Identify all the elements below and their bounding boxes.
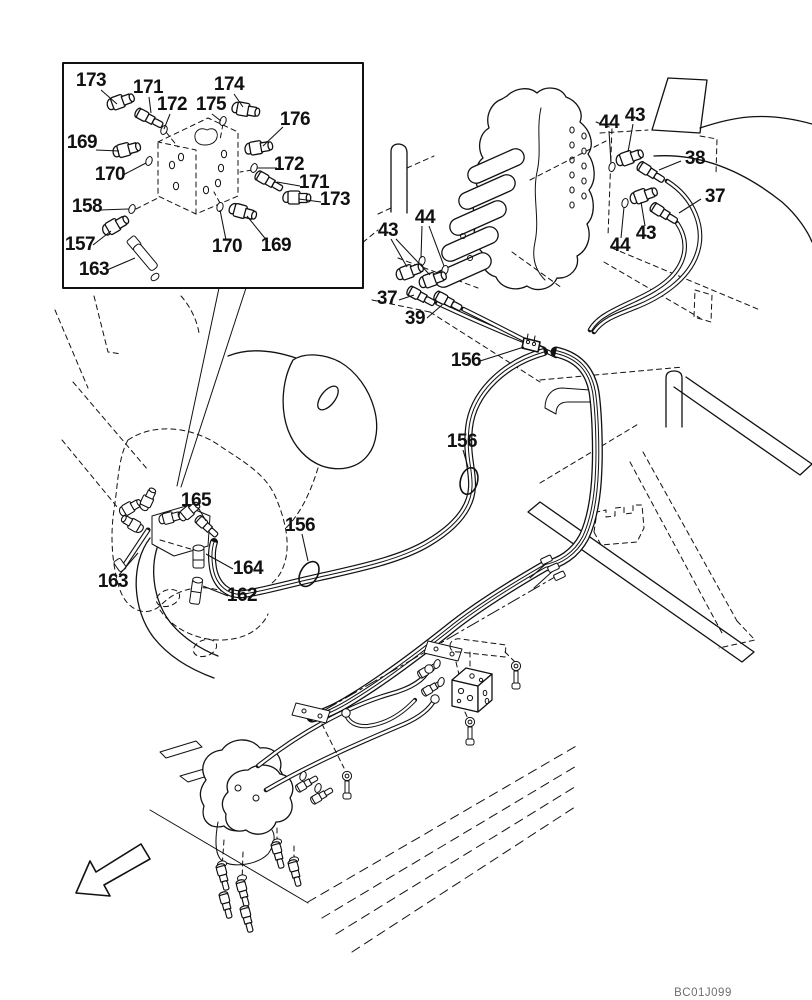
- valve-spool-stack: [434, 148, 525, 288]
- callout-37L: 37: [377, 288, 397, 309]
- callout-156b: 156: [447, 431, 477, 452]
- callout-43: 43: [625, 105, 645, 126]
- o-ring-44: [620, 197, 630, 209]
- boom-foot-plate: [282, 354, 378, 470]
- callout-44L: 44: [415, 207, 436, 228]
- deck-plate: [651, 77, 708, 134]
- frame-tab-left: [390, 143, 408, 214]
- clamp-156-top: [521, 337, 541, 353]
- hose-clamps: [291, 333, 645, 769]
- fitting-163-inset: [126, 235, 160, 282]
- callout-169: 169: [67, 132, 97, 153]
- callout-44: 44: [599, 112, 620, 133]
- plate-hole: [317, 385, 339, 411]
- pilot-hoses: [207, 178, 703, 793]
- bolt-with-washer: [341, 770, 353, 800]
- callout-169b: 169: [261, 235, 291, 256]
- valve-port-holes: [569, 126, 587, 209]
- callout-156c: 156: [285, 515, 315, 536]
- bolt-with-washer: [464, 716, 476, 746]
- clamp-bracket-castellated: [593, 504, 645, 546]
- figure-code: BC01J099: [674, 987, 732, 999]
- callout-165: 165: [181, 490, 212, 511]
- check-valve-164: [192, 544, 205, 569]
- leader-lines: [92, 89, 702, 597]
- manifold-block-group: [341, 638, 522, 800]
- callout-164: 164: [233, 558, 264, 579]
- callout-38: 38: [685, 148, 705, 169]
- o-ring-44: [607, 161, 617, 173]
- frame-tab: [665, 370, 683, 428]
- callout-163i: 163: [79, 259, 109, 280]
- callout-156a: 156: [451, 350, 481, 371]
- callout-163: 163: [98, 571, 128, 592]
- callout-157: 157: [65, 234, 95, 255]
- machine-frame-lines: [54, 77, 812, 953]
- banjo-eye: [430, 694, 440, 704]
- callout-43L: 43: [378, 220, 398, 241]
- inset-pointer: [176, 287, 247, 488]
- clamp-156-left: [298, 560, 320, 588]
- banjo-eye: [341, 708, 351, 718]
- callout-158: 158: [72, 196, 102, 217]
- callout-171b: 171: [299, 172, 330, 193]
- o-ring: [436, 676, 446, 688]
- main-control-valve: [434, 87, 613, 291]
- hose-end-cluster: [529, 554, 566, 589]
- callout-labels: 173 171 172 175 174 176 169 170 172 171 …: [65, 70, 726, 606]
- callout-171: 171: [133, 77, 164, 98]
- callout-37r: 37: [705, 186, 725, 207]
- lower-valve-group: [113, 485, 221, 605]
- callout-172: 172: [157, 94, 187, 115]
- callout-174: 174: [214, 74, 245, 95]
- clamp-plate: [423, 640, 463, 662]
- callout-162: 162: [227, 585, 257, 606]
- callout-176: 176: [280, 109, 310, 130]
- fitting-38: [634, 159, 667, 186]
- callout-172b: 172: [274, 154, 304, 175]
- callout-173: 173: [76, 70, 106, 91]
- callout-173b: 173: [320, 189, 350, 210]
- front-direction-arrow-icon: [75, 843, 151, 897]
- callout-44r: 44: [610, 235, 631, 256]
- fitting-162: [189, 576, 204, 605]
- clamp-156-mid: [459, 466, 479, 496]
- o-ring: [432, 658, 442, 670]
- callout-170: 170: [95, 164, 125, 185]
- pilot-control-valves: [199, 739, 295, 911]
- bolt-with-washer: [510, 660, 522, 690]
- callout-170b: 170: [212, 236, 242, 257]
- banjo-eye: [424, 664, 434, 674]
- hose-guide-bracket: [544, 387, 591, 415]
- callout-43r: 43: [636, 223, 656, 244]
- callout-175: 175: [196, 94, 227, 115]
- callout-39: 39: [405, 308, 425, 329]
